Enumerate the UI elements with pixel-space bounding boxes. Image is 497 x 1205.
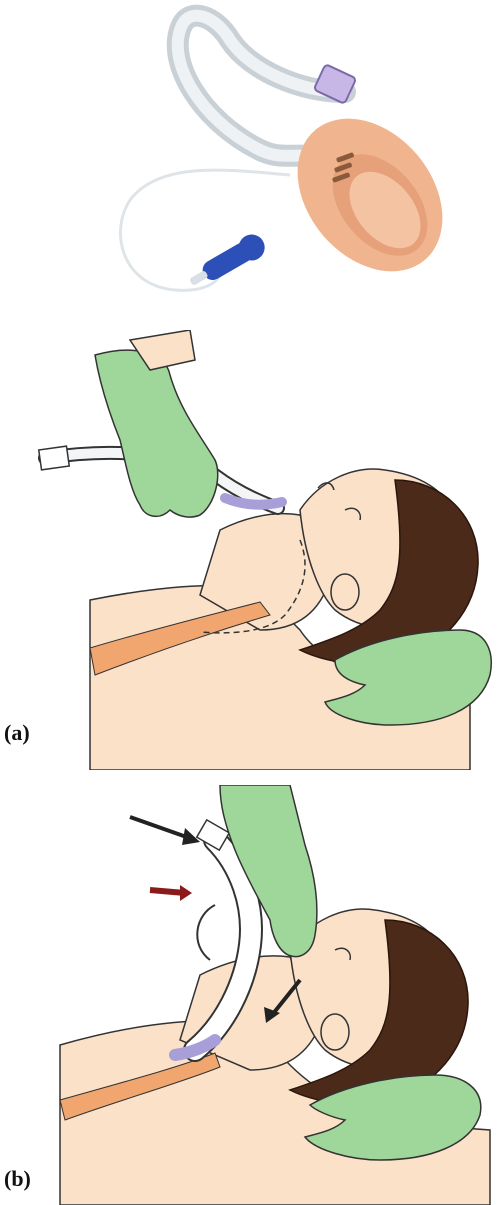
arrow-icon <box>130 817 200 845</box>
laryngeal-mask-airway-icon <box>0 0 497 320</box>
insertion-step-a-illustration <box>0 330 497 770</box>
lma-device-illustration <box>0 0 497 320</box>
panel-label-a: (a) <box>4 720 30 746</box>
insertion-step-b-illustration <box>0 785 497 1205</box>
arrow-icon <box>150 885 192 901</box>
panel-label-b: (b) <box>4 1166 31 1192</box>
